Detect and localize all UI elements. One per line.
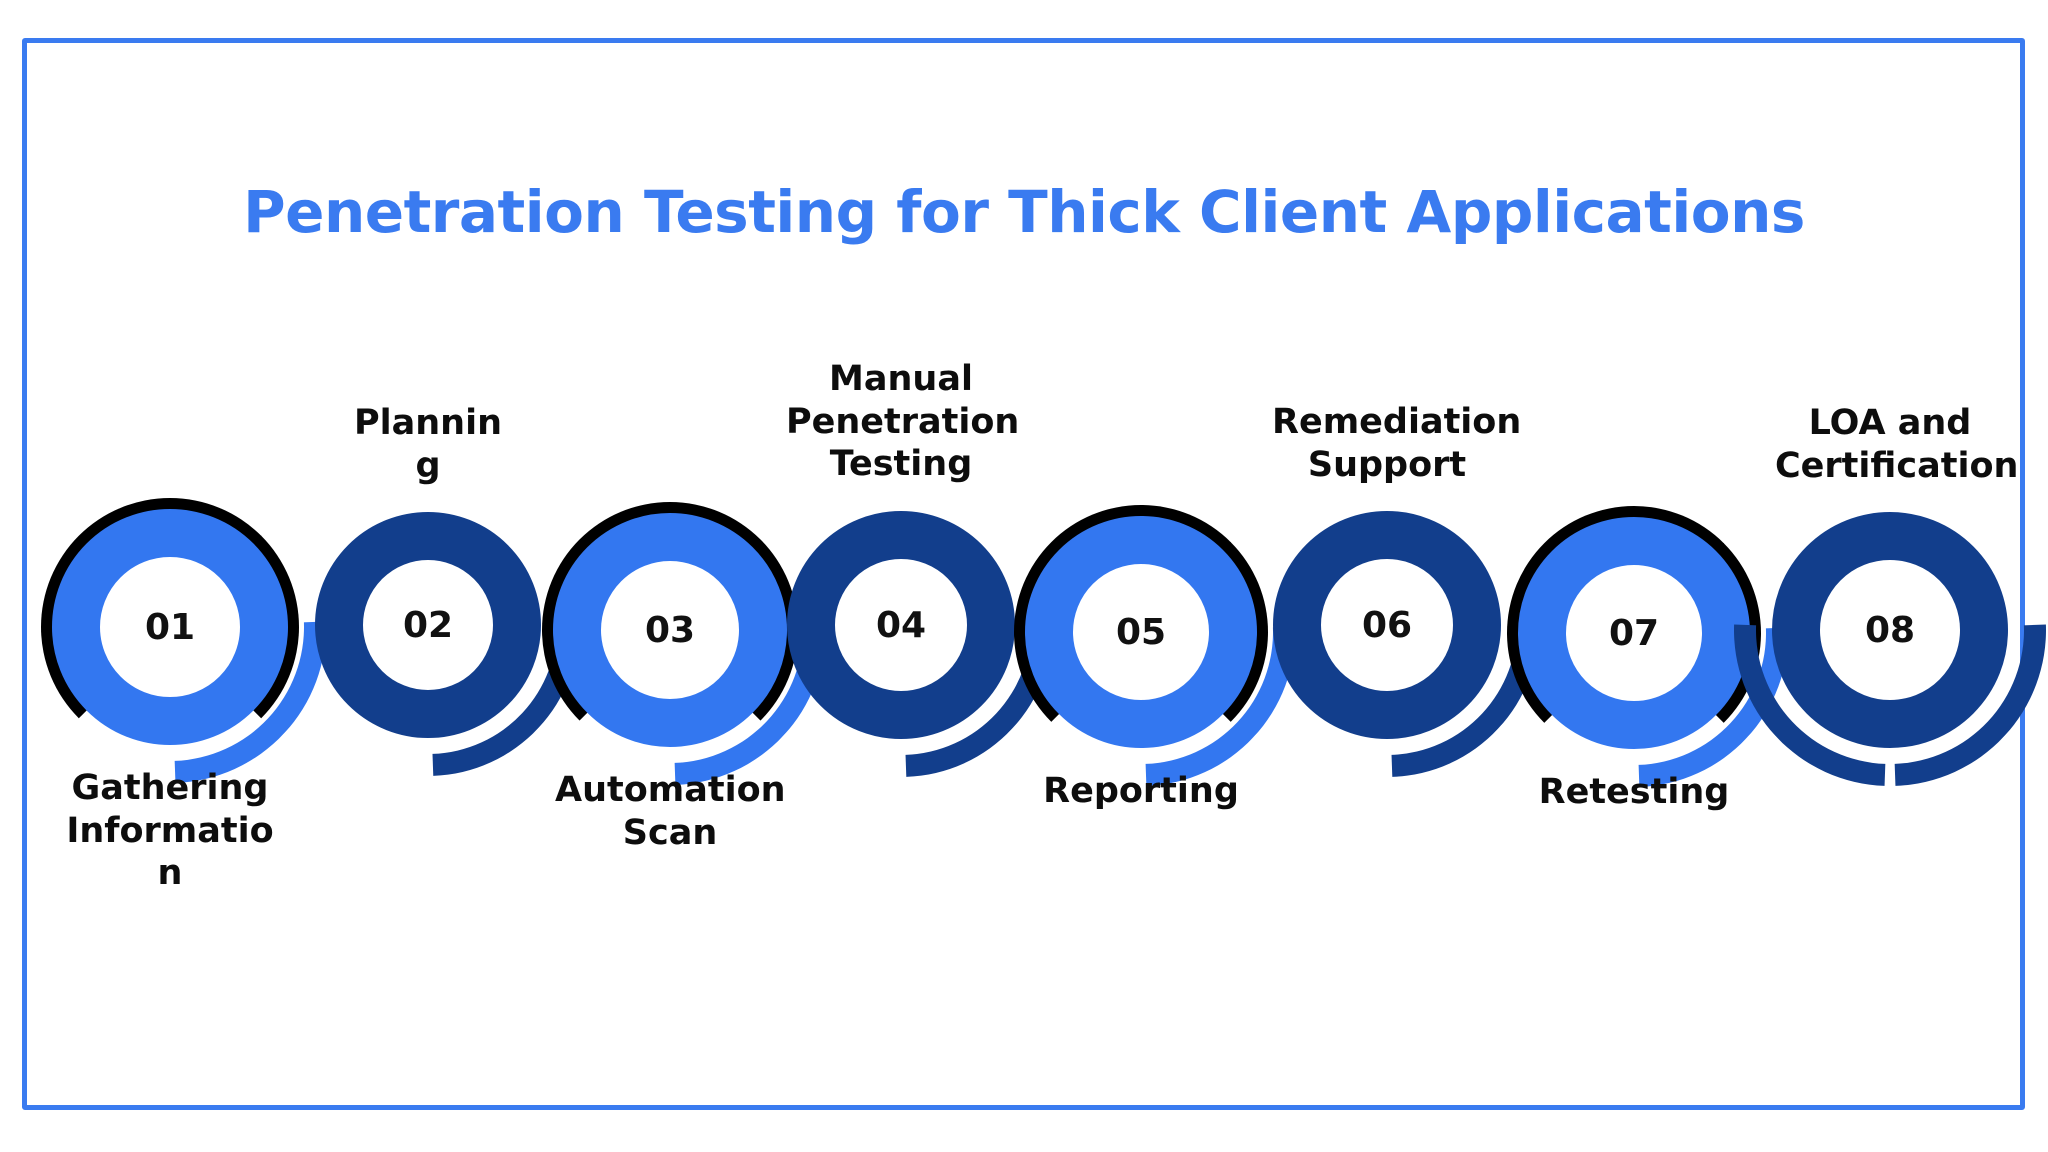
- step-label-line: Manual: [829, 359, 973, 399]
- step-label-line: Testing: [829, 444, 973, 485]
- step-number-03: 03: [644, 609, 696, 651]
- step-number-06: 06: [1361, 604, 1413, 646]
- step-label-line: Automation: [555, 770, 786, 810]
- step-label-line: Certification: [1775, 445, 2019, 486]
- step-number-05: 05: [1115, 611, 1167, 653]
- step-number-07: 07: [1608, 612, 1660, 654]
- process-step-04[interactable]: 04: [686, 410, 1116, 840]
- step-number-08: 08: [1864, 609, 1916, 651]
- step-number-04: 04: [875, 604, 927, 646]
- process-step-08[interactable]: 08: [1669, 409, 2048, 851]
- step-number-02: 02: [402, 604, 454, 646]
- step-label-line: Remediation: [1272, 402, 1522, 442]
- process-step-07[interactable]: 07: [1416, 415, 1852, 851]
- step-label-line: Penetration: [786, 401, 1020, 442]
- step-label-05: Reporting: [1026, 770, 1256, 813]
- step-number-01: 01: [144, 606, 196, 648]
- step-label-07: Retesting: [1519, 771, 1749, 814]
- step-label-line: n: [157, 853, 183, 894]
- step-label-line: Scan: [622, 812, 718, 853]
- step-label-line: Support: [1307, 444, 1467, 485]
- step-label-line: g: [415, 445, 441, 486]
- step-label-line: Plannin: [353, 403, 502, 443]
- step-label-line: Reporting: [1043, 771, 1239, 811]
- step-label-line: Gathering: [71, 768, 269, 808]
- step-label-line: Retesting: [1538, 772, 1730, 812]
- page-border-frame: [22, 38, 2025, 1110]
- process-step-06[interactable]: 06: [1172, 410, 1602, 840]
- page-title: Penetration Testing for Thick Client App…: [243, 178, 1805, 246]
- step-label-line: LOA and: [1808, 403, 1972, 443]
- process-step-03[interactable]: 03: [450, 410, 890, 850]
- process-step-05[interactable]: 05: [923, 414, 1359, 850]
- process-step-01[interactable]: 01: [0, 406, 391, 848]
- step-label-line: Informatio: [66, 810, 274, 851]
- process-step-02[interactable]: 02: [214, 411, 642, 839]
